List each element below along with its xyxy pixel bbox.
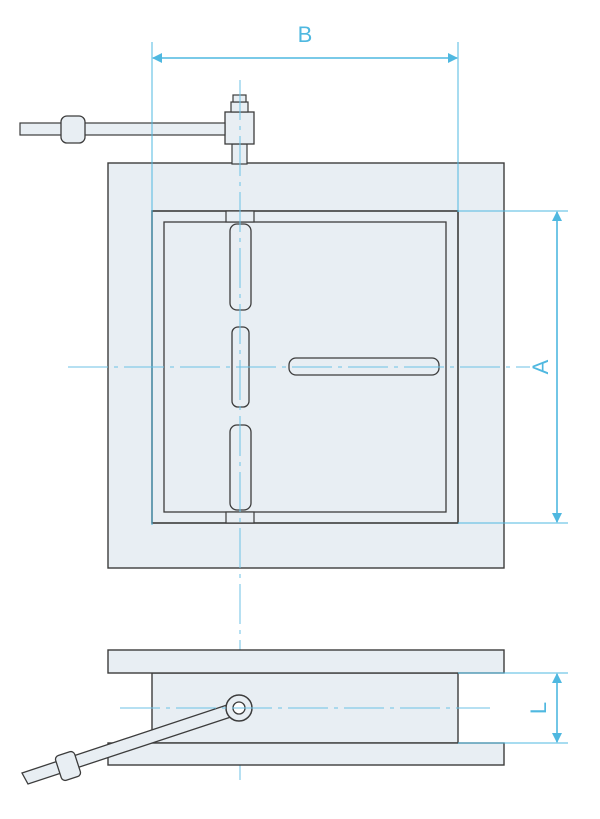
side-flange-bottom	[107, 742, 505, 766]
dimension-l	[458, 672, 568, 744]
handle-knob	[60, 115, 86, 144]
side-handle-knob	[54, 750, 82, 782]
dimension-a	[458, 210, 568, 524]
dim-a-label: A	[528, 359, 553, 374]
dimension-b	[151, 42, 459, 525]
side-view	[21, 649, 505, 785]
handle-rod	[19, 122, 226, 136]
front-view	[19, 94, 505, 569]
dim-b-label: B	[298, 22, 313, 47]
side-flange-top	[107, 649, 505, 674]
dim-l-label: L	[526, 702, 551, 714]
